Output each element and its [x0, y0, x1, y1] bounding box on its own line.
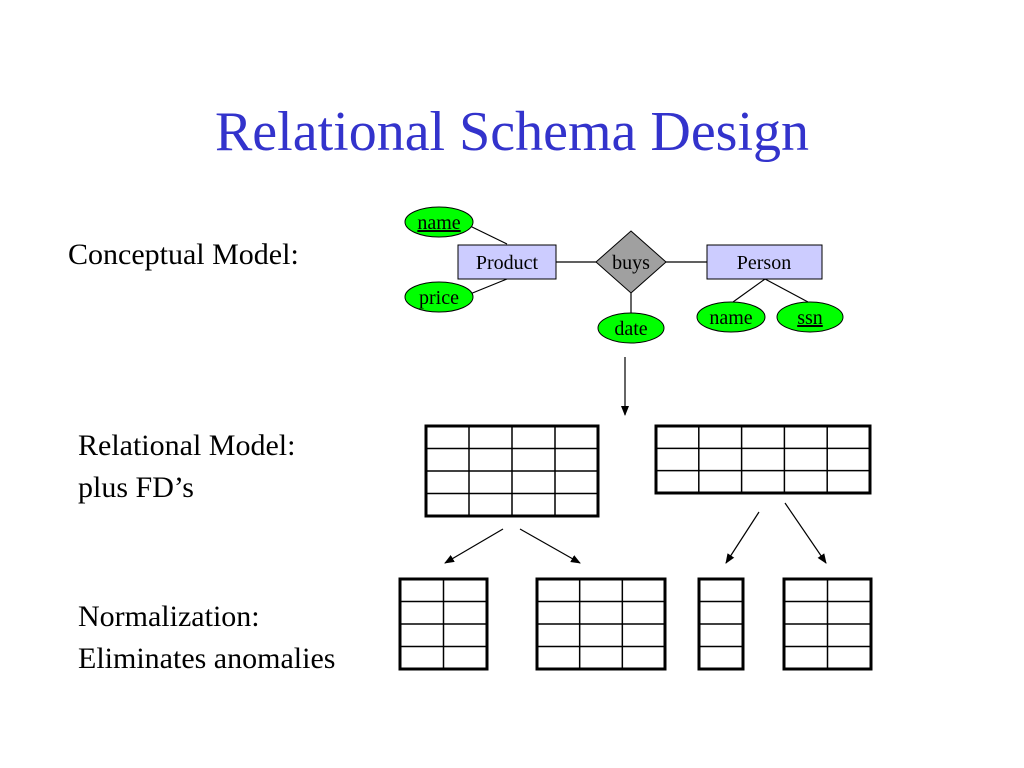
attribute-label: date	[614, 318, 647, 340]
attribute-product-name: name	[404, 206, 474, 238]
attribute-label: name	[709, 307, 752, 329]
slide-title: Relational Schema Design	[214, 101, 810, 163]
arrow-icon	[519, 528, 581, 564]
attribute-label: name	[417, 212, 460, 234]
relation-tables	[398, 424, 873, 671]
table-border	[398, 577, 489, 671]
arrow-icon	[444, 528, 504, 564]
table-border	[424, 424, 600, 518]
attribute-product-price: price	[404, 281, 474, 313]
arrow-icon	[784, 502, 827, 564]
attribute-label: ssn	[797, 307, 823, 329]
table-border	[535, 577, 667, 671]
table-relation-1	[424, 424, 600, 518]
relationship-label: buys	[612, 252, 650, 274]
table-norm-4	[782, 577, 873, 671]
table-norm-1	[398, 577, 489, 671]
entity-label: Person	[737, 252, 791, 274]
attribute-buys-date: date	[597, 312, 665, 344]
plus-fds-label: plus FD’s	[78, 471, 194, 504]
arrow-icon	[725, 511, 760, 564]
attribute-label: price	[419, 287, 459, 309]
table-norm-2	[535, 577, 667, 671]
attribute-person-ssn: ssn	[776, 301, 844, 333]
normalization-label: Normalization:	[78, 600, 260, 633]
er-connectors	[469, 225, 809, 314]
relationship-buys: buys	[595, 230, 667, 294]
relational-model-label: Relational Model:	[78, 429, 296, 462]
table-border	[782, 577, 873, 671]
attribute-person-name: name	[696, 301, 766, 333]
table-border	[654, 424, 872, 495]
entity-product: Product	[457, 244, 557, 280]
table-relation-2	[654, 424, 872, 495]
entity-label: Product	[476, 252, 539, 274]
table-border	[697, 577, 745, 671]
table-norm-3	[697, 577, 745, 671]
eliminates-anomalies-label: Eliminates anomalies	[78, 642, 336, 675]
conceptual-model-label: Conceptual Model:	[68, 238, 299, 271]
entity-person: Person	[706, 244, 823, 280]
